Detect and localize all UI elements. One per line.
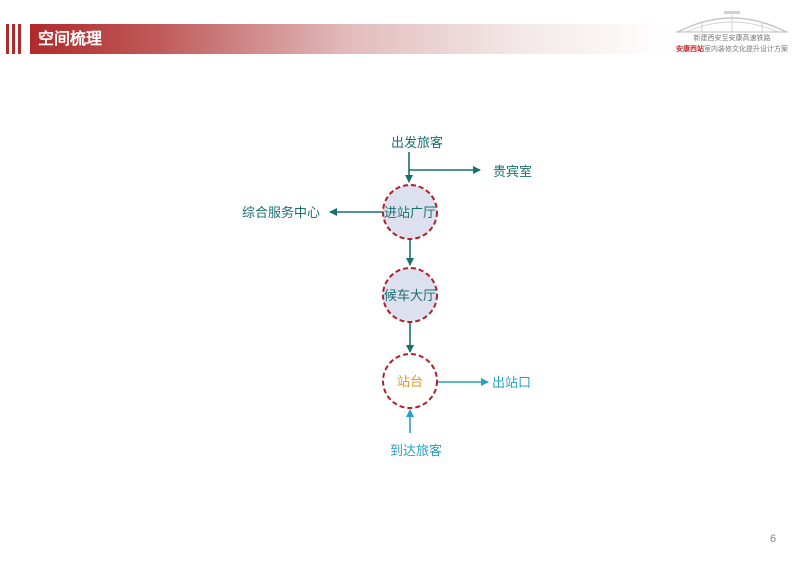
- platform-node: [382, 353, 438, 409]
- exit-label: 出站口: [492, 376, 531, 391]
- vip-room-label: 贵宾室: [493, 164, 532, 180]
- project-name: 新建西安至安康高速铁路: [693, 34, 771, 42]
- page-number: 6: [770, 533, 777, 545]
- project-subtitle: 安康西站室内装修文化提升设计方案: [672, 44, 792, 54]
- entrance-hall-label: 进站广厅: [384, 206, 436, 221]
- waiting-hall-label: 候车大厅: [384, 288, 436, 304]
- arriving-passengers-label: 到达旅客: [390, 443, 442, 459]
- header-band: [30, 24, 670, 54]
- waiting-hall-node: [382, 267, 438, 323]
- header-accent-bar: [18, 24, 21, 54]
- project-subtitle-text: 室内装修文化提升设计方案: [704, 45, 788, 53]
- service-center-label: 综合服务中心: [242, 205, 320, 221]
- header-accent-bar: [6, 24, 9, 54]
- page-title: 空间梳理: [38, 29, 103, 48]
- departing-passengers-label: 出发旅客: [391, 135, 443, 151]
- station-brand: 安康西站: [676, 45, 704, 53]
- platform-label: 站台: [397, 375, 423, 390]
- station-logo-icon: [676, 11, 788, 33]
- header-accent-bar: [12, 24, 15, 54]
- entrance-hall-node: [382, 184, 438, 240]
